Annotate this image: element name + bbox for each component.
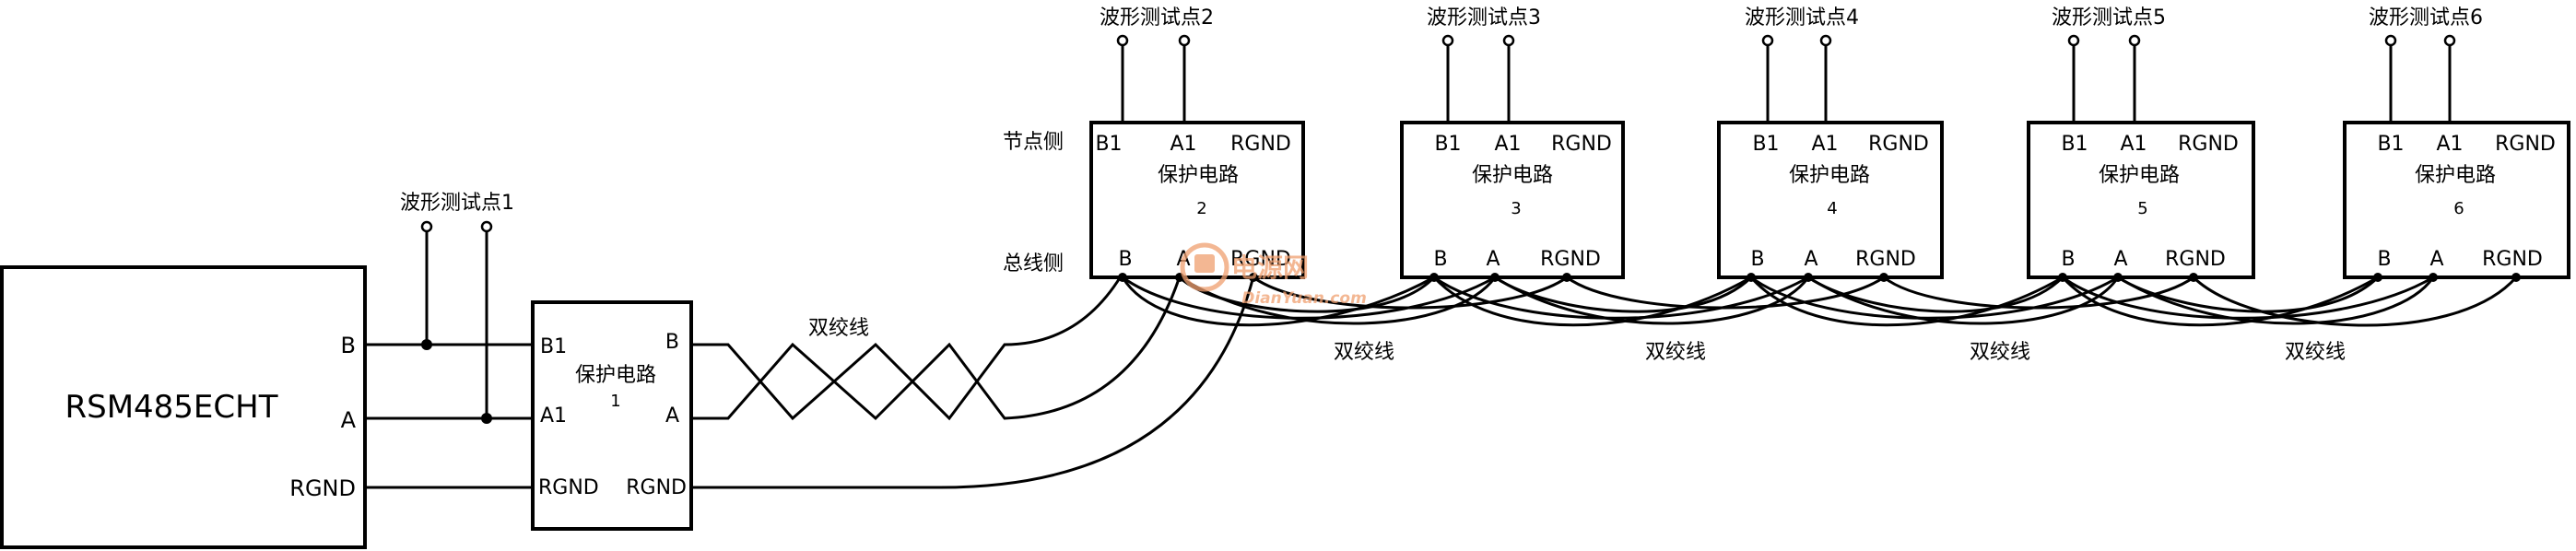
test-point-5-label: 波形测试点5	[2052, 6, 2166, 29]
pc3-pin-a1: A1	[1494, 133, 1521, 156]
pc1-title: 保护电路	[575, 364, 656, 387]
test-point-4-label: 波形测试点4	[1745, 6, 1859, 29]
pc5-number: 5	[2137, 199, 2147, 218]
pc6-number: 6	[2453, 199, 2464, 218]
pc6-pin-rgnd-bottom: RGND	[2482, 248, 2543, 271]
pc5-pin-a: A	[2113, 248, 2127, 271]
pc5-title: 保护电路	[2099, 164, 2180, 187]
pc3-number: 3	[1511, 199, 1521, 218]
pc4-title: 保护电路	[1789, 164, 1870, 187]
pc6-pin-b1: B1	[2377, 133, 2404, 156]
pc5-pin-b: B	[2061, 248, 2075, 271]
protection-circuit-4: 波形测试点4 B1 A1 RGND 保护电路 4 B A RGND	[1717, 6, 1944, 279]
watermark-url: DianYuan.com	[1241, 289, 1367, 308]
pc4-pin-b1: B1	[1752, 133, 1779, 156]
junction-dot	[481, 413, 492, 424]
test-point-2-label: 波形测试点2	[1100, 6, 1214, 29]
bus-cable-5-6	[2061, 273, 2521, 327]
test-point-3-label: 波形测试点3	[1427, 6, 1541, 29]
node-side-label: 节点侧	[1003, 131, 1064, 154]
pc5-pin-a1: A1	[2120, 133, 2147, 156]
pc1-pin-a1: A1	[540, 404, 567, 428]
pc2-number: 2	[1196, 199, 1206, 218]
pc6-pin-b: B	[2377, 248, 2391, 271]
test-probe-icon	[1761, 34, 1774, 47]
pc5-pin-rgnd-top: RGND	[2178, 133, 2239, 156]
pc2-pin-rgnd-top: RGND	[1230, 133, 1291, 156]
test-point-1-label: 波形测试点1	[400, 192, 514, 215]
protection-circuit-2: 波形测试点2 B1 A1 RGND 保护电路 2 B A RGND	[1089, 6, 1305, 279]
device-pin-rgnd: RGND	[289, 475, 356, 501]
pc3-pin-a: A	[1486, 248, 1500, 271]
test-probe-icon	[2384, 34, 2397, 47]
pc4-number: 4	[1827, 199, 1837, 218]
watermark-plug-icon	[1180, 242, 1229, 292]
dianyuan-watermark-logo: 电源网 DianYuan.com	[1180, 242, 1367, 308]
test-probe-icon	[1178, 34, 1191, 47]
rsm485echt-module	[0, 265, 367, 549]
pc1-pin-b1: B1	[540, 335, 567, 358]
pc5-pin-b1: B1	[2061, 133, 2088, 156]
rgnd-bus-wire	[691, 276, 1255, 489]
twisted-pair-label-4: 双绞线	[1970, 341, 2030, 364]
pc3-pin-rgnd-bottom: RGND	[1540, 248, 1601, 271]
test-probe-icon	[1819, 34, 1832, 47]
test-probe-icon	[1116, 34, 1129, 47]
protection-circuit-6: 波形测试点6 B1 A1 RGND 保护电路 6 B A RGND	[2343, 6, 2570, 279]
pc2-pin-rgnd-bottom: RGND	[1230, 248, 1291, 271]
twisted-pair-label-3: 双绞线	[1645, 341, 1706, 364]
twisted-pair-label-5: 双绞线	[2285, 341, 2346, 364]
twisted-pair-label: 双绞线	[808, 317, 869, 340]
twisted-pair-wire-a	[691, 276, 1182, 421]
pc4-pin-rgnd-bottom: RGND	[1855, 248, 1916, 271]
pc2-pin-a1: A1	[1170, 133, 1196, 156]
pc4-pin-a: A	[1804, 248, 1817, 271]
protection-circuit-3: 波形测试点3 B1 A1 RGND 保护电路 3 B A RGND	[1400, 6, 1625, 279]
test-probe-icon	[420, 220, 433, 233]
test-point-6-label: 波形测试点6	[2369, 6, 2483, 29]
pc6-pin-a1: A1	[2436, 133, 2463, 156]
pc6-title: 保护电路	[2415, 164, 2496, 187]
test-probe-icon	[480, 220, 493, 233]
junction-dot	[421, 339, 432, 350]
twisted-pair-wire-b	[691, 276, 1123, 421]
watermark-brand: 电源网	[1231, 252, 1309, 283]
test-probe-icon	[2128, 34, 2141, 47]
pc4-pin-a1: A1	[1811, 133, 1838, 156]
pc6-pin-a: A	[2429, 248, 2443, 271]
pc3-pin-rgnd-top: RGND	[1551, 133, 1612, 156]
pc3-title: 保护电路	[1472, 164, 1553, 187]
protection-circuit-5: 波形测试点5 B1 A1 RGND 保护电路 5 B A RGND	[2027, 6, 2255, 279]
test-probe-icon	[1502, 34, 1515, 47]
pc1-pin-rgnd-right: RGND	[626, 476, 687, 499]
test-probe-icon	[1441, 34, 1454, 47]
pc1-pin-b: B	[665, 331, 679, 354]
pc6-pin-rgnd-top: RGND	[2495, 133, 2556, 156]
device-pin-b: B	[341, 333, 356, 358]
test-probe-icon	[2067, 34, 2080, 47]
test-probe-icon	[2443, 34, 2456, 47]
pc1-number: 1	[610, 392, 620, 411]
bus-side-label: 总线侧	[1003, 252, 1064, 276]
pc1-pin-rgnd-left: RGND	[538, 476, 599, 499]
pc5-pin-rgnd-bottom: RGND	[2165, 248, 2226, 271]
pc2-title: 保护电路	[1158, 164, 1239, 187]
twisted-pair-label-2: 双绞线	[1334, 341, 1394, 364]
pc4-pin-b: B	[1750, 248, 1764, 271]
rsm485echt-label: RSM485ECHT	[65, 389, 278, 426]
protection-circuit-1	[531, 300, 693, 531]
pc1-pin-a: A	[665, 404, 679, 428]
pc4-pin-rgnd-top: RGND	[1868, 133, 1929, 156]
device-pin-a: A	[341, 407, 357, 433]
pc3-pin-b: B	[1433, 248, 1447, 271]
pc2-pin-b1: B1	[1095, 133, 1122, 156]
pc2-pin-b: B	[1118, 248, 1132, 271]
pc3-pin-b1: B1	[1434, 133, 1461, 156]
